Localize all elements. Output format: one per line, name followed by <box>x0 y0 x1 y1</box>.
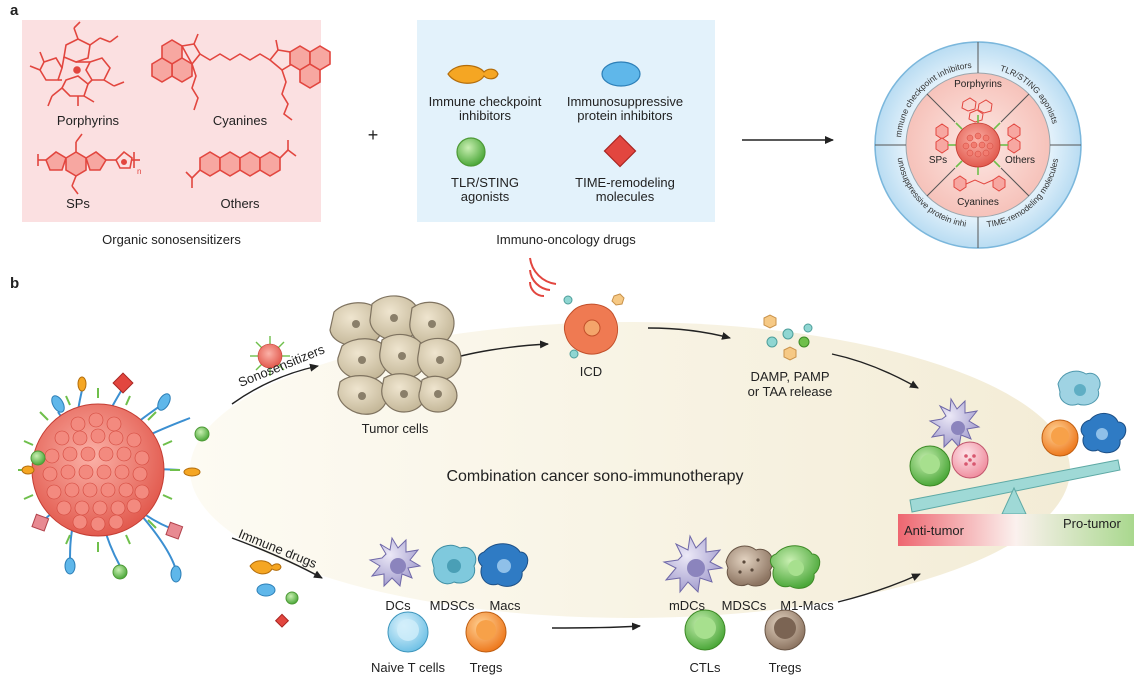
wheel-inner-porphyrins: Porphyrins <box>954 79 1002 90</box>
label-ctls: CTLs <box>689 660 721 675</box>
label-others: Others <box>220 196 260 211</box>
label-mdscs-2: MDSCs <box>721 598 767 613</box>
label-porphyrins: Porphyrins <box>56 113 120 128</box>
treg-nucleus <box>476 620 496 640</box>
dc-cell <box>368 536 422 588</box>
caption-sonosensitizers: Organic sonosensitizers <box>102 232 241 247</box>
tumor-cells <box>329 295 462 415</box>
label-cyanines: Cyanines <box>212 113 268 128</box>
time-remodeling-icon <box>603 134 637 168</box>
label-tumor-cells: Tumor cells <box>361 421 429 436</box>
label-dcs: DCs <box>385 598 411 613</box>
m1-mac-cell <box>769 545 821 589</box>
label-time-l2: molecules <box>595 189 655 204</box>
wheel-inner-sps: SPs <box>928 155 948 166</box>
others-structure <box>185 140 297 188</box>
damp-particles <box>763 314 813 361</box>
label-mdcs: mDCs <box>668 598 706 613</box>
label-damp-l2: or TAA release <box>747 384 833 399</box>
label-icd: ICD <box>579 364 603 379</box>
wheel-inner-cyanines: Cyanines <box>957 197 999 208</box>
panel-letter-a: a <box>10 2 19 19</box>
mdsc-cell-2 <box>725 545 774 587</box>
icd-cell <box>529 257 625 359</box>
center-title: Combination cancer sono-immunotherapy <box>446 468 744 485</box>
balance-scale <box>898 370 1134 546</box>
label-immunosupp-l2: protein inhibitors <box>577 108 673 123</box>
ctl-nucleus <box>694 617 716 639</box>
label-macs: Macs <box>489 598 521 613</box>
label-damp-l1: DAMP, PAMP <box>750 369 830 384</box>
wheel-inner-others: Others <box>1004 155 1035 166</box>
label-m1-macs: M1-Macs <box>780 598 834 613</box>
caption-drugs: Immuno-oncology drugs <box>496 232 636 247</box>
label-checkpoint-l2: inhibitors <box>458 108 512 123</box>
panel-letter-b: b <box>10 275 20 292</box>
label-anti-tumor: Anti-tumor <box>904 523 964 538</box>
label-mdscs: MDSCs <box>429 598 475 613</box>
immune-drug-icons <box>249 560 299 628</box>
label-immunosupp-l1: Immunosuppressive <box>566 94 684 109</box>
plus-sign: + <box>367 125 379 145</box>
cyanine-structure <box>151 33 331 121</box>
mac-cell <box>477 543 529 587</box>
label-sps: SPs <box>66 196 90 211</box>
sp-subscript-mark: n <box>137 167 141 176</box>
large-nanoparticle <box>18 372 210 583</box>
naive-t-nucleus <box>397 619 419 641</box>
label-checkpoint-l1: Immune checkpoint <box>428 94 542 109</box>
label-pro-tumor: Pro-tumor <box>1063 516 1121 531</box>
label-tlr-l1: TLR/STING <box>451 175 519 190</box>
label-naive-t: Naive T cells <box>371 660 445 675</box>
tlr-sting-agonist-icon <box>456 137 486 167</box>
label-time-l1: TIME-remodeling <box>575 175 675 190</box>
small-nanoparticle <box>250 336 290 376</box>
checkpoint-inhibitor-icon <box>447 64 499 84</box>
drug-panel <box>417 20 715 222</box>
porphyrin-structure <box>29 21 125 107</box>
immunosuppressive-inhibitor-icon <box>601 61 641 87</box>
mdc-cell <box>662 534 724 594</box>
sp-structure <box>37 133 140 195</box>
mdsc-cell <box>431 544 477 585</box>
label-tregs: Tregs <box>469 660 503 675</box>
label-tregs-2: Tregs <box>768 660 802 675</box>
treg-nucleus-2 <box>774 617 796 639</box>
label-tlr-l2: agonists <box>460 189 510 204</box>
